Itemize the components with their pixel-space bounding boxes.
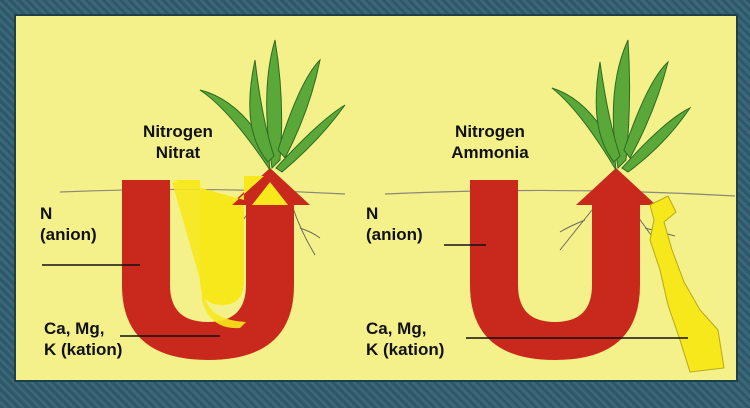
right-title: Nitrogen Ammonia [430, 121, 550, 163]
right-anion-line1: N [366, 203, 423, 224]
left-cation-line2: K (kation) [44, 339, 122, 360]
plant-right [552, 40, 690, 172]
right-title-line2: Ammonia [430, 142, 550, 163]
left-anion-line2: (anion) [40, 224, 97, 245]
left-title: Nitrogen Nitrat [118, 121, 238, 163]
left-anion-line1: N [40, 203, 97, 224]
right-title-line1: Nitrogen [430, 121, 550, 142]
right-cation-line1: Ca, Mg, [366, 318, 444, 339]
left-anion-label: N (anion) [40, 203, 97, 245]
right-cation-line2: K (kation) [366, 339, 444, 360]
right-u-arrow-red [470, 168, 656, 360]
soil-line-right [385, 190, 735, 196]
left-cation-line1: Ca, Mg, [44, 318, 122, 339]
left-cation-label: Ca, Mg, K (kation) [44, 318, 122, 360]
left-title-line2: Nitrat [118, 142, 238, 163]
right-cation-label: Ca, Mg, K (kation) [366, 318, 444, 360]
left-title-line1: Nitrogen [118, 121, 238, 142]
right-anion-label: N (anion) [366, 203, 423, 245]
right-yellow-stream [650, 196, 724, 372]
right-anion-line2: (anion) [366, 224, 423, 245]
